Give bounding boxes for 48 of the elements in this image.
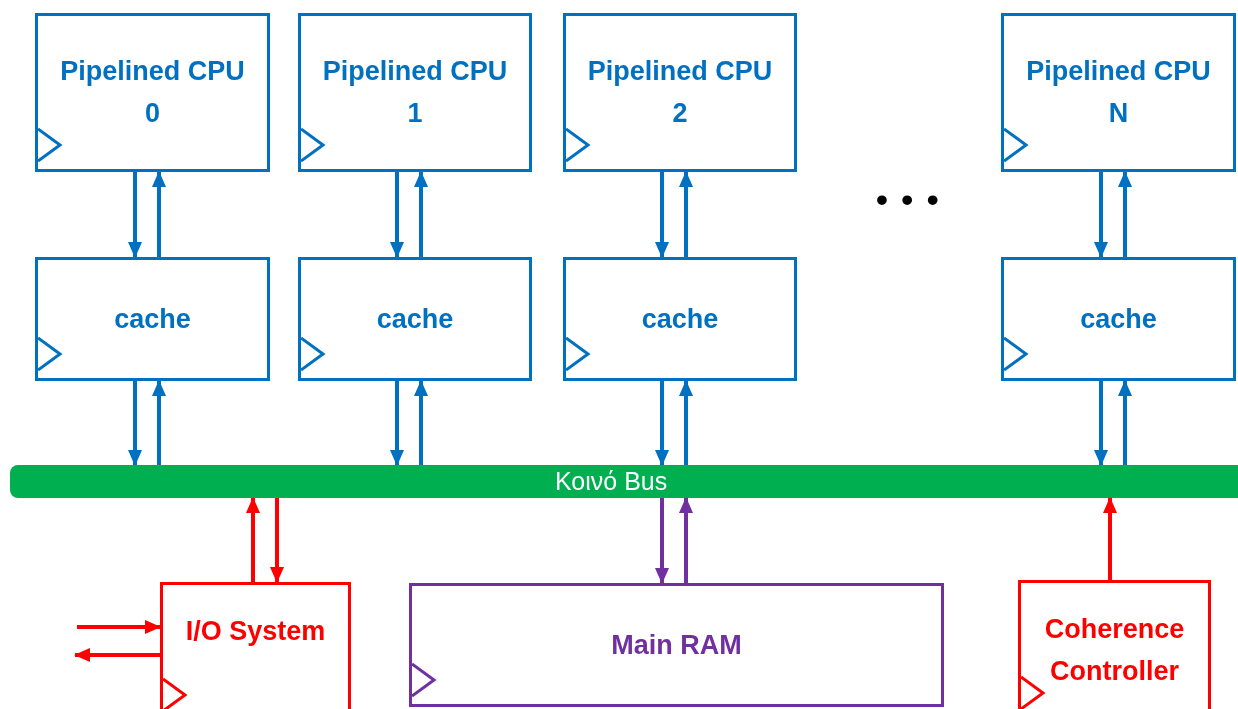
cache-box — [563, 257, 797, 381]
ellipsis-mark: • • • — [876, 180, 941, 219]
io-box — [160, 582, 351, 709]
block-label: Pipelined CPU N — [1025, 54, 1212, 130]
cache-box — [1001, 257, 1236, 381]
block-label: Main RAM — [611, 628, 742, 662]
cpu-box — [563, 13, 797, 172]
block-label: Pipelined CPU 1 — [321, 54, 509, 130]
cpu-box — [1001, 13, 1236, 172]
controller-box — [1018, 580, 1211, 709]
arrow — [246, 497, 260, 582]
arrow — [655, 498, 669, 584]
block-label: I/O System — [185, 615, 326, 648]
arrow — [1094, 172, 1108, 258]
block-label: cache — [641, 302, 719, 336]
arrow — [1103, 497, 1117, 580]
arrow — [1118, 380, 1132, 465]
arrow — [1118, 171, 1132, 257]
block-label: Coherence Controller — [1043, 613, 1186, 688]
arrow — [655, 381, 669, 466]
arrow — [679, 380, 693, 465]
arrow — [152, 380, 166, 465]
cpu-box — [298, 13, 532, 172]
block-label: cache — [1080, 302, 1157, 336]
arrow — [1094, 381, 1108, 466]
memory-box — [409, 583, 944, 707]
arrow — [414, 380, 428, 465]
arrow — [655, 172, 669, 258]
block-label: Pipelined CPU 0 — [59, 54, 246, 130]
cache-box — [35, 257, 270, 381]
arrow — [128, 172, 142, 258]
block-label: Pipelined CPU 2 — [586, 54, 774, 130]
arrow — [152, 171, 166, 257]
arrow — [390, 381, 404, 466]
arrow — [414, 171, 428, 257]
cache-box — [298, 257, 532, 381]
arrow — [270, 498, 284, 583]
arrow — [679, 171, 693, 257]
arrow — [390, 172, 404, 258]
block-label: cache — [376, 302, 454, 336]
cpu-box — [35, 13, 270, 172]
arrow — [679, 497, 693, 583]
bus-bar — [10, 465, 1238, 498]
arrow — [74, 648, 160, 662]
block-label: cache — [114, 302, 191, 336]
arrow — [77, 620, 161, 634]
arrow — [128, 381, 142, 466]
bus-label: Κοινό Bus — [555, 466, 668, 496]
